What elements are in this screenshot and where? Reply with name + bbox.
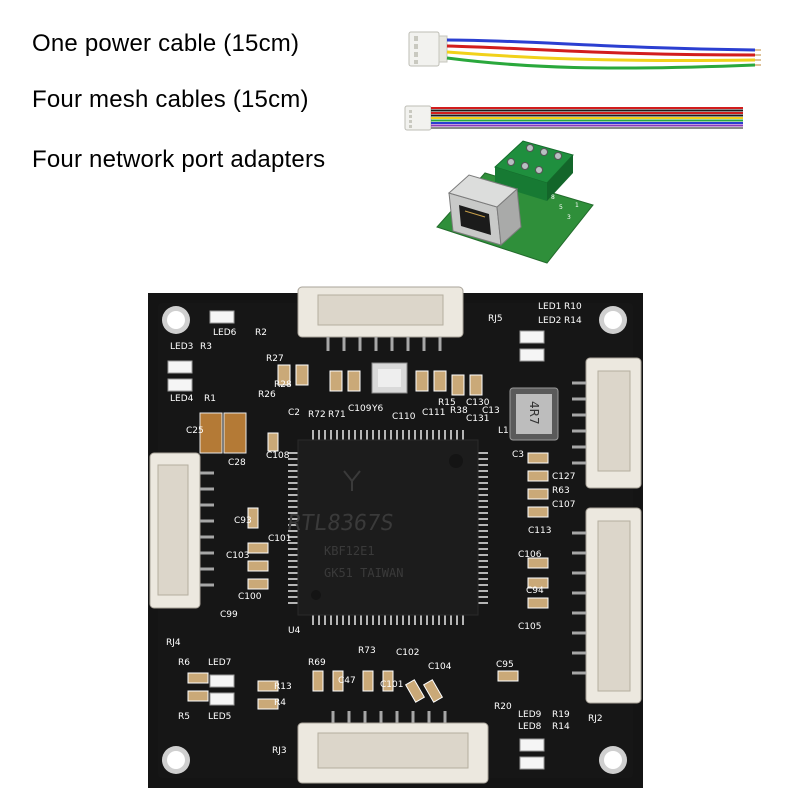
label-c101: C101: [268, 534, 291, 544]
label-r72: R72: [308, 410, 326, 420]
label-c47: C47: [338, 676, 356, 686]
label-c94: C94: [526, 586, 544, 596]
label-led3: LED3: [170, 342, 193, 352]
label-led7: LED7: [208, 658, 231, 668]
label-r5: R5: [178, 712, 190, 722]
label-c103: C103: [226, 551, 249, 561]
connector-right-upper: [572, 357, 642, 489]
chip-model: RTL8367S: [286, 510, 396, 536]
label-rj2: RJ2: [588, 714, 603, 724]
label-l1: L1: [498, 426, 509, 436]
connector-rj3-bottom: [297, 711, 489, 784]
label-c3: C3: [512, 450, 524, 460]
rj45-jack: [447, 174, 522, 247]
inductor-l1: 4R7: [509, 387, 559, 441]
chip-batch: KBF12E1: [324, 544, 375, 558]
mesh-cables-image: [404, 105, 743, 131]
rtl8367s-chip: RTL8367S KBF12E1 GK51 TAIWAN: [286, 430, 488, 625]
label-y6: Y6: [371, 404, 383, 414]
label-c109: C109: [348, 404, 372, 414]
label-rj3: RJ3: [272, 746, 287, 756]
label-r19: R19: [552, 710, 570, 720]
label-led6: LED6: [213, 328, 237, 338]
label-r3: R3: [200, 342, 212, 352]
label-c93: C93: [234, 516, 252, 526]
power-cable-image: [408, 31, 761, 70]
label-c100: C100: [238, 592, 262, 602]
label-c95: C95: [496, 660, 514, 670]
label-r6: R6: [178, 658, 190, 668]
label-r10: R10: [564, 302, 582, 312]
label-rj4: RJ4: [166, 638, 181, 648]
label-c105: C105: [518, 622, 541, 632]
label-r1: R1: [204, 394, 216, 404]
label-r20: R20: [494, 702, 512, 712]
label-r14-top: R14: [564, 316, 582, 326]
label-led8: LED8: [518, 722, 542, 732]
adapter-pin-mark: 1: [575, 202, 579, 209]
status-leds: [167, 310, 545, 770]
label-led9: LED9: [518, 710, 542, 720]
label-r2: R2: [255, 328, 267, 338]
label-r63: R63: [552, 486, 570, 496]
label-led5: LED5: [208, 712, 231, 722]
connector-rj4-left: [149, 452, 214, 609]
adapter-pin-mark: 8: [551, 194, 555, 201]
tantalum-capacitors: [199, 412, 247, 454]
label-r26: R26: [258, 390, 276, 400]
label-r71: R71: [328, 410, 346, 420]
label-c113: C113: [528, 526, 551, 536]
label-c2: C2: [288, 408, 300, 418]
mesh-cables-caption: Four mesh cables (15cm): [32, 86, 309, 113]
label-c99: C99: [220, 610, 238, 620]
label-c104: C104: [428, 662, 452, 672]
label-c25: C25: [186, 426, 204, 436]
label-led2: LED2: [538, 316, 561, 326]
adapters-caption: Four network port adapters: [32, 146, 326, 173]
realtek-logo-mark: [343, 470, 361, 491]
label-c127: C127: [552, 472, 575, 482]
label-c110: C110: [392, 412, 416, 422]
label-r15: R15: [438, 398, 456, 408]
connector-rj2-right: [572, 507, 642, 704]
label-r14: R14: [552, 722, 570, 732]
adapter-pin-mark: 3: [567, 214, 571, 221]
power-cable-connector: [408, 31, 448, 67]
chip-origin: GK51 TAIWAN: [324, 566, 403, 580]
label-r13: R13: [274, 682, 292, 692]
label-c108: C108: [266, 451, 290, 461]
label-r69: R69: [308, 658, 326, 668]
label-c131: C131: [466, 414, 489, 424]
label-c130: C130: [466, 398, 490, 408]
label-led1: LED1: [538, 302, 561, 312]
mesh-cable-connector: [404, 105, 432, 131]
screw-terminal-block: [494, 140, 574, 201]
label-r28: R28: [274, 380, 292, 390]
mounting-holes: [162, 306, 627, 774]
connector-rj5-top: [297, 286, 464, 351]
label-c111: C111: [422, 408, 445, 418]
label-u4: U4: [288, 626, 301, 636]
inductor-marking: 4R7: [527, 401, 541, 425]
label-r73: R73: [358, 646, 376, 656]
power-cable-caption: One power cable (15cm): [32, 30, 300, 57]
smd-components: [187, 364, 549, 710]
label-c102: C102: [396, 648, 419, 658]
switch-pcb-image: RTL8367S KBF12E1 GK51 TAIWAN 4R7: [148, 286, 643, 788]
label-c28: C28: [228, 458, 246, 468]
label-c106: C106: [518, 550, 542, 560]
label-rj5: RJ5: [488, 314, 503, 324]
label-r38: R38: [450, 406, 468, 416]
label-c101b: C101: [380, 680, 403, 690]
network-adapter-image: 8 5 3 1: [436, 140, 594, 264]
label-r27: R27: [266, 354, 284, 364]
label-led4: LED4: [170, 394, 194, 404]
adapter-pin-mark: 5: [559, 204, 563, 211]
label-c107: C107: [552, 500, 575, 510]
label-r4: R4: [274, 698, 286, 708]
label-c13: C13: [482, 406, 500, 416]
